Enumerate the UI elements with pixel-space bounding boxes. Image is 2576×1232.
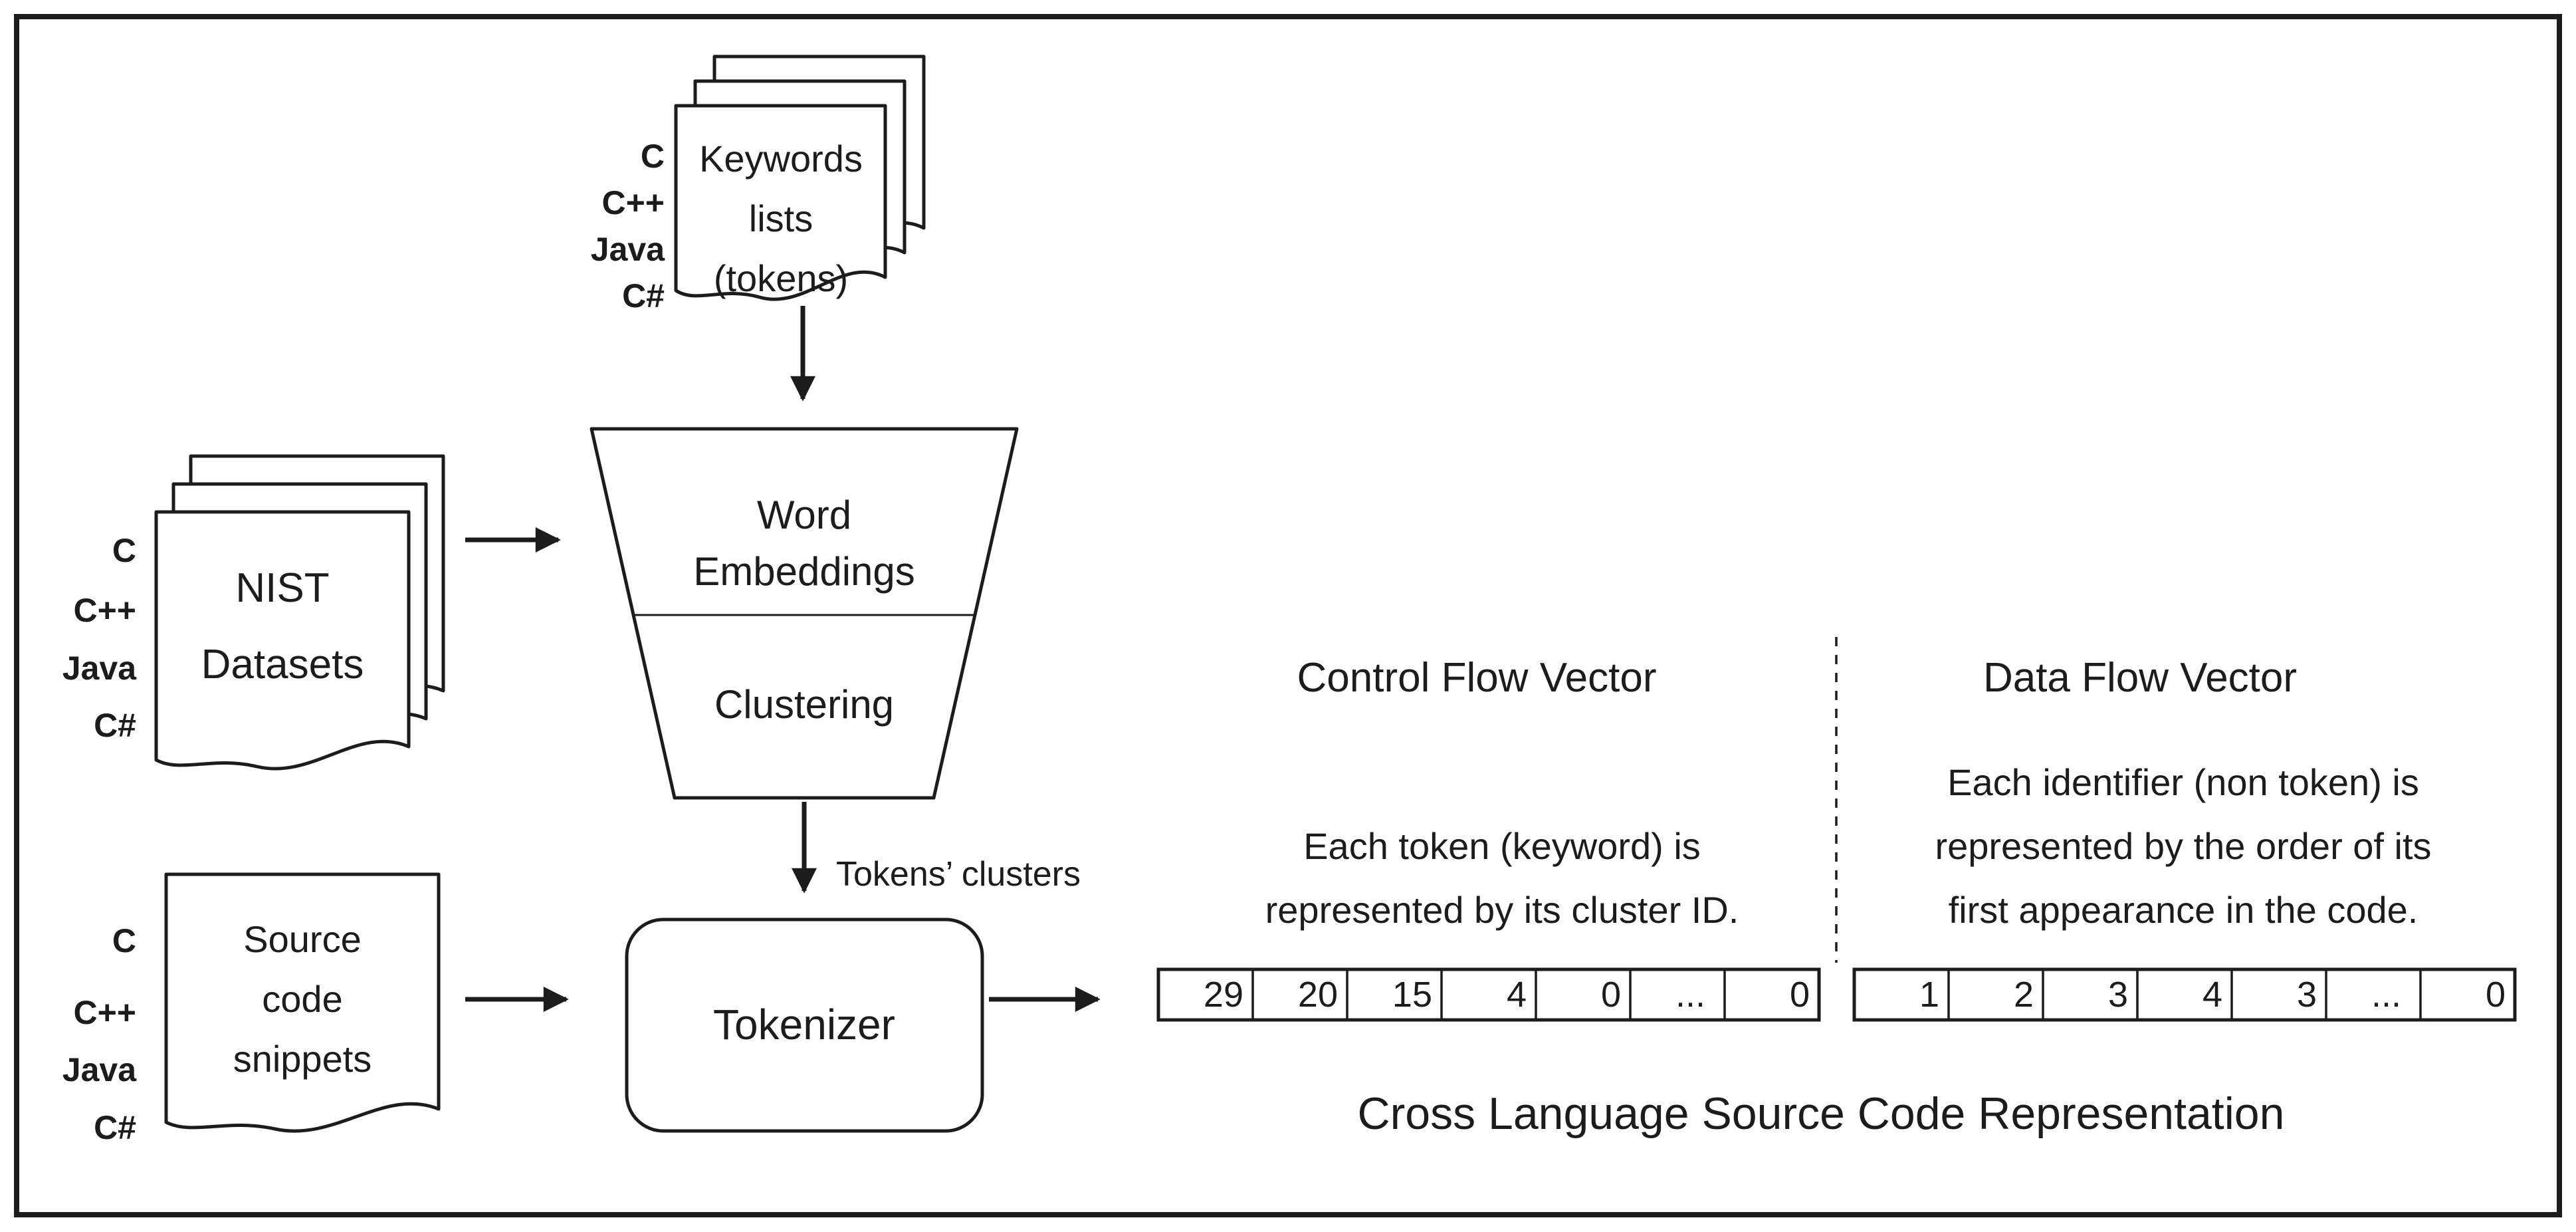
control-flow-description-line: represented by its cluster ID. [1265, 889, 1739, 931]
language-label-c: C [641, 138, 665, 175]
control-flow-title: Control Flow Vector [1297, 655, 1657, 701]
language-label-csharp: C# [94, 1109, 136, 1146]
data-flow-title: Data Flow Vector [1983, 655, 2297, 701]
data-flow-cell-value: 0 [2486, 975, 2506, 1015]
control-flow-cell-value: ... [1675, 975, 1705, 1015]
data-flow-description-line: first appearance in the code. [1949, 889, 2418, 931]
data-flow-cell-value: 1 [1919, 975, 1939, 1015]
word-embeddings-label-line: Word [757, 493, 851, 537]
language-label-csharp: C# [94, 707, 136, 744]
nist-doc-page [154, 510, 411, 771]
control-flow-description-line: Each token (keyword) is [1303, 825, 1701, 867]
source-doc-label-line: Source [243, 918, 361, 960]
funnel-shape [590, 427, 1019, 800]
data-flow-vector-outline [1852, 967, 2517, 1022]
keywords-doc-label-line: lists [749, 197, 813, 239]
nist-doc-stack: NIST Datasets [154, 454, 445, 771]
tokens-clusters-label: Tokens’ clusters [836, 855, 1081, 894]
clustering-label: Clustering [714, 682, 894, 727]
control-flow-cell-value: 0 [1601, 975, 1621, 1015]
control-flow-cell-value: 4 [1507, 975, 1527, 1015]
language-label-c: C [112, 532, 136, 569]
data-flow-cell-value: ... [2371, 975, 2401, 1015]
tokenizer-box [625, 918, 984, 1133]
data-flow-description-line: represented by the order of its [1935, 825, 2431, 867]
keywords-doc-label-line: (tokens) [714, 257, 848, 299]
data-flow-section: Data Flow Vector Each identifier (non to… [1852, 655, 2517, 1022]
control-flow-cell-value: 15 [1392, 975, 1432, 1015]
data-flow-vector-box: 1 2 3 4 3 ... 0 [1852, 967, 2517, 1022]
source-doc: Source code snippets [164, 872, 441, 1133]
embedding-clustering-funnel: Word Embeddings Clustering [590, 427, 1019, 800]
caption: Cross Language Source Code Representatio… [1358, 1088, 2285, 1139]
source-languages: C C++ Java C# [62, 922, 137, 1146]
data-flow-cell-value: 3 [2297, 975, 2317, 1015]
source-doc-page [164, 872, 441, 1133]
keywords-languages: C C++ Java C# [591, 138, 665, 314]
data-flow-description-line: Each identifier (non token) is [1947, 761, 2419, 803]
tokenizer-label: Tokenizer [713, 1001, 895, 1048]
control-flow-cell-value: 20 [1298, 975, 1338, 1015]
tokenizer-node: Tokenizer [625, 918, 984, 1133]
control-flow-cell-value: 0 [1790, 975, 1810, 1015]
nist-languages: C C++ Java C# [62, 532, 137, 744]
language-label-cpp: C++ [73, 592, 136, 629]
data-flow-cell-value: 3 [2108, 975, 2128, 1015]
data-flow-cell-value: 4 [2202, 975, 2222, 1015]
control-flow-vector-outline [1156, 967, 1821, 1022]
keywords-doc-stack: Keywords lists (tokens) [674, 55, 926, 301]
source-doc-label-line: code [262, 978, 342, 1020]
language-label-csharp: C# [622, 277, 665, 314]
control-flow-cell-value: 29 [1204, 975, 1243, 1015]
source-doc-label-line: snippets [233, 1038, 372, 1080]
language-label-cpp: C++ [73, 994, 136, 1031]
language-label-java: Java [591, 231, 665, 268]
keywords-doc-page [674, 104, 887, 301]
word-embeddings-label-line: Embeddings [693, 549, 915, 594]
language-label-c: C [112, 922, 136, 959]
language-label-java: Java [62, 650, 137, 687]
data-flow-cell-value: 2 [2014, 975, 2034, 1015]
language-label-java: Java [62, 1051, 137, 1088]
control-flow-vector-box: 29 20 15 4 0 ... 0 [1156, 967, 1821, 1022]
keywords-doc-label-line: Keywords [699, 138, 863, 180]
language-label-cpp: C++ [601, 184, 665, 221]
nist-doc-label-line: NIST [235, 565, 329, 611]
nist-doc-label-line: Datasets [201, 642, 364, 687]
control-flow-section: Control Flow Vector Each token (keyword)… [1156, 655, 1821, 1022]
